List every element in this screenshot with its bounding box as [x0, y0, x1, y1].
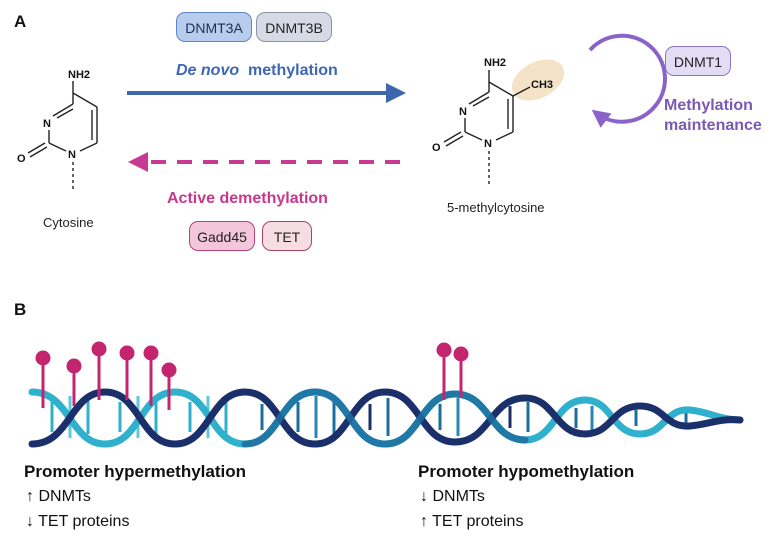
- hypo-tet-arrow: ↑: [420, 513, 428, 530]
- cytosine-nh2-label: NH2: [68, 69, 90, 81]
- hypo-line-tet: ↑ TET proteins: [420, 513, 523, 531]
- hypermethylation-heading: Promoter hypermethylation: [24, 462, 246, 481]
- panel-a-label: A: [14, 12, 27, 31]
- dnmt3b-badge: DNMT3B: [256, 12, 332, 42]
- methylcytosine-structure: [443, 70, 531, 185]
- methylcytosine-name: 5-methylcytosine: [447, 200, 545, 215]
- tet-badge: TET: [262, 221, 312, 251]
- methylation-maintenance-label: Methylation maintenance: [664, 96, 762, 136]
- de-novo-italic: De novo: [176, 62, 240, 79]
- hyper-tet-arrow: ↓: [26, 513, 34, 530]
- de-novo-rest: methylation: [248, 62, 338, 79]
- hyper-dnmts-text: DNMTs: [38, 488, 91, 505]
- methyl-pins-hyper: [35, 341, 177, 410]
- hyper-line-dnmts: ↑ DNMTs: [26, 488, 91, 506]
- dna-strand-mid-highlight: [241, 388, 529, 448]
- dnmt1-badge: DNMT1: [665, 46, 731, 76]
- methylcytosine-n-bottom-label: N: [484, 138, 492, 150]
- panel-b-label: B: [14, 300, 27, 319]
- cytosine-o-label: O: [17, 153, 26, 165]
- active-demethylation-label: Active demethylation: [167, 190, 328, 207]
- hypomethylation-heading: Promoter hypomethylation: [418, 462, 635, 481]
- methylcytosine-nh2-label: NH2: [484, 57, 506, 69]
- cytosine-structure: [27, 81, 98, 190]
- hyper-tet-text: TET proteins: [38, 513, 130, 530]
- methylcytosine-o-label: O: [432, 142, 441, 154]
- dnmt3a-badge: DNMT3A: [176, 12, 252, 42]
- cytosine-n-ring-label: N: [43, 118, 51, 130]
- methylcytosine-n-ring-label: N: [459, 106, 467, 118]
- hypo-dnmts-arrow: ↓: [420, 488, 428, 505]
- dna-strand-back: [28, 388, 744, 448]
- hyper-dnmts-arrow: ↑: [26, 488, 34, 505]
- cytosine-name: Cytosine: [43, 215, 94, 230]
- maintenance-line1: Methylation: [664, 97, 753, 114]
- maintenance-arrow: [588, 33, 667, 128]
- hypo-tet-text: TET proteins: [432, 513, 524, 530]
- hypo-line-dnmts: ↓ DNMTs: [420, 488, 485, 506]
- methylcytosine-ch3-label: CH3: [531, 79, 553, 91]
- cytosine-n-bottom-label: N: [68, 149, 76, 161]
- gadd45-badge: Gadd45: [189, 221, 255, 251]
- maintenance-line2: maintenance: [664, 117, 762, 134]
- de-novo-methylation-label: De novo methylation: [176, 62, 338, 80]
- hypo-dnmts-text: DNMTs: [432, 488, 485, 505]
- hyper-line-tet: ↓ TET proteins: [26, 513, 129, 531]
- methyl-pins-hypo: [436, 342, 469, 400]
